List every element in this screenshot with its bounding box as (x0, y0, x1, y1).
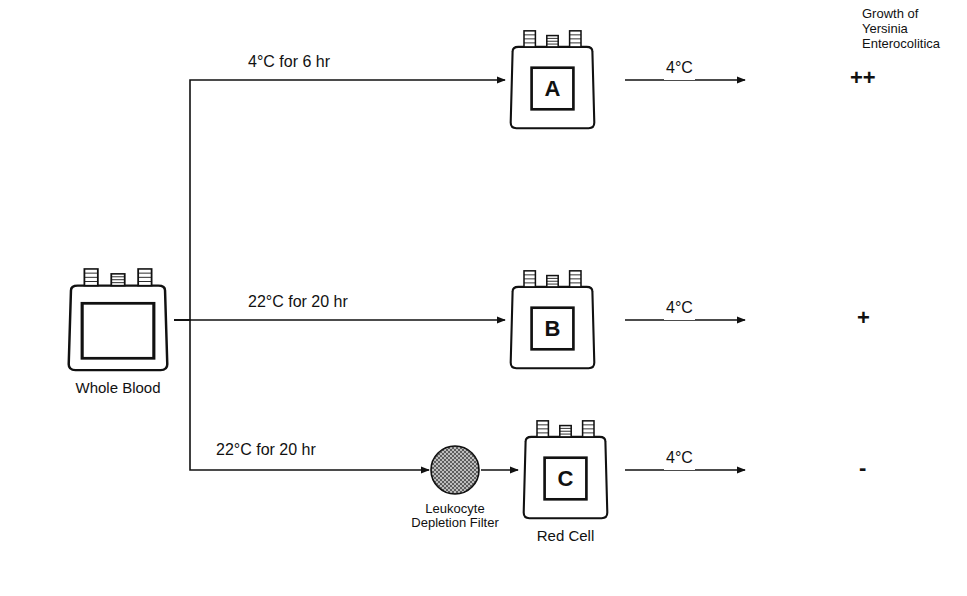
filter-node: Leukocyte Depletion Filter (429, 444, 481, 496)
bag-letter: C (518, 466, 613, 492)
temperature-label: 4°C (664, 296, 695, 320)
temperature-label: 4°C (664, 446, 695, 470)
blood-bag: A (505, 28, 600, 132)
edge-label: 22°C for 20 hr (246, 292, 350, 312)
bag-letter: B (505, 316, 600, 342)
flow-arrow (174, 80, 505, 320)
flow-arrow (174, 319, 505, 321)
blood-bag: Whole Blood (62, 266, 174, 374)
node-caption: Leukocyte Depletion Filter (409, 502, 501, 531)
result-arrows (625, 80, 745, 470)
blood-bag: B (505, 268, 600, 372)
flow-arrow (174, 320, 429, 470)
temperature-label: 4°C (664, 56, 695, 80)
growth-result: - (857, 456, 868, 480)
growth-result: + (855, 306, 872, 330)
filter-symbol (429, 444, 481, 496)
node-caption: Red Cell (537, 528, 595, 545)
blood-bag: CRed Cell (518, 418, 613, 522)
column-header: Growth of Yersinia Enterocolitica (860, 6, 966, 51)
flow-arrow (481, 469, 518, 471)
edge-label: 22°C for 20 hr (214, 440, 318, 460)
node-caption: Whole Blood (75, 380, 160, 397)
bag-outline (62, 266, 174, 374)
bag-letter: A (505, 76, 600, 102)
growth-result: ++ (848, 66, 878, 90)
edge-label: 4°C for 6 hr (246, 52, 332, 72)
